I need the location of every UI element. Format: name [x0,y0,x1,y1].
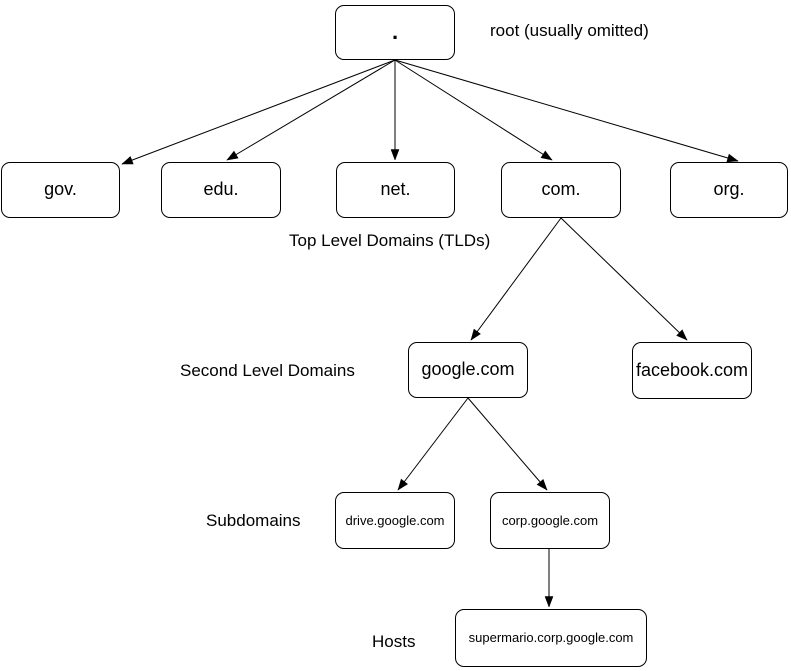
node-tld-net-label: net. [380,179,411,200]
edge-root-com [394,59,553,161]
node-tld-net: net. [336,162,455,218]
level-label-tld: Top Level Domains (TLDs) [289,231,491,250]
edge-root-edu [226,59,396,161]
node-sld-facebook: facebook.com [632,342,752,399]
node-tld-gov-label: gov. [44,179,77,200]
node-root: . [335,5,455,60]
node-tld-gov: gov. [1,162,120,218]
node-host-supermario: supermario.corp.google.com [455,609,647,667]
level-label-subdomain: Subdomains [206,511,301,530]
node-sld-google: google.com [408,342,528,398]
node-subdomain-drive-label: drive.google.com [345,512,445,528]
node-root-label: . [391,19,399,45]
edge-com-facebook [560,217,688,341]
node-tld-edu-label: edu. [203,179,239,200]
edge-root-gov [121,59,396,165]
edge-google-drive [397,397,469,491]
node-tld-edu: edu. [161,162,281,218]
node-tld-com: com. [501,162,621,218]
level-label-sld: Second Level Domains [180,361,355,380]
node-subdomain-corp-label: corp.google.com [501,512,599,528]
node-subdomain-corp: corp.google.com [490,492,610,549]
root-annotation: root (usually omitted) [490,21,649,40]
node-sld-facebook-label: facebook.com [635,359,749,380]
level-label-host: Hosts [372,632,416,651]
node-tld-org: org. [670,162,788,218]
node-tld-com-label: com. [541,179,581,200]
node-tld-org-label: org. [713,179,745,200]
edge-google-corp [467,397,548,491]
edge-root-org [394,59,739,163]
node-sld-google-label: google.com [421,359,515,380]
node-subdomain-drive: drive.google.com [335,492,455,549]
node-host-supermario-label: supermario.corp.google.com [468,630,634,646]
